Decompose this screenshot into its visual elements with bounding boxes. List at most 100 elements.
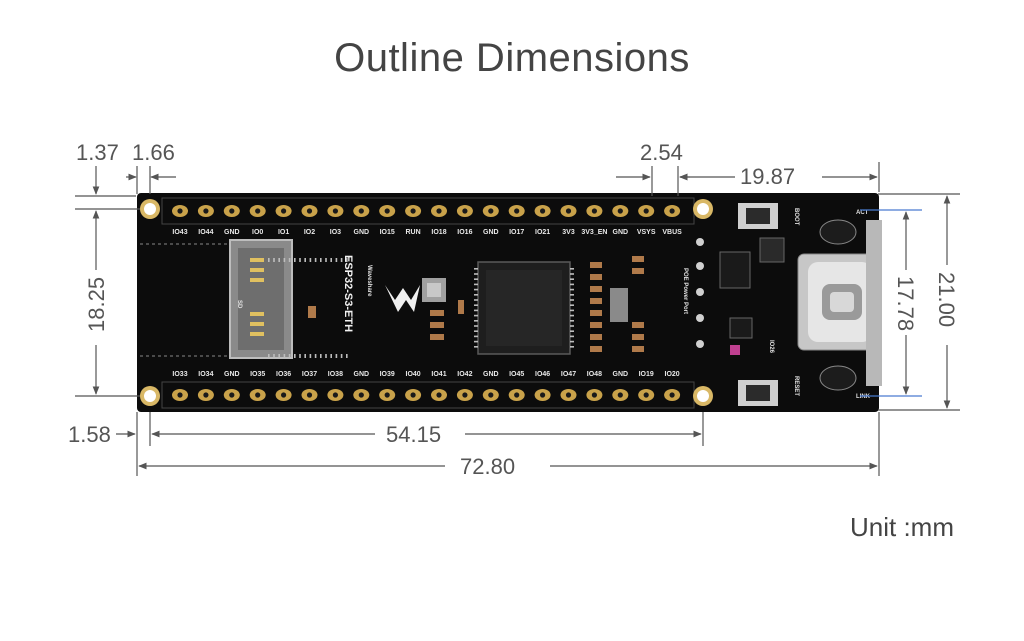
top-header-pad-hole: [643, 208, 649, 214]
chip-pin: [570, 294, 574, 296]
bottom-pin-label: IO33: [172, 371, 187, 378]
bottom-pin-label: GND: [613, 371, 629, 378]
bottom-pin-label: IO39: [380, 371, 395, 378]
bottom-pin-label: IO20: [665, 371, 680, 378]
chip-pin: [474, 278, 478, 280]
top-pin-label: GND: [224, 229, 240, 236]
top-header-pad-hole: [358, 208, 364, 214]
chip-pin: [299, 258, 301, 262]
chip-pin: [268, 354, 270, 358]
bottom-pin-label: IO34: [198, 371, 213, 378]
bottom-header-pad-hole: [410, 392, 416, 398]
act-led: ACT: [819, 210, 869, 245]
chip-pin: [570, 283, 574, 286]
reset-label: RESET: [793, 376, 799, 396]
top-header-pad-hole: [332, 208, 338, 214]
chip-pin: [570, 325, 574, 327]
regulator-components: IO26: [719, 237, 785, 355]
chip-pin: [340, 258, 343, 262]
chip-pin: [294, 258, 296, 262]
top-header-pad-hole: [436, 208, 442, 214]
boot-button[interactable]: BOOT: [738, 203, 799, 229]
bottom-header-pad-hole: [255, 392, 261, 398]
sd-card-slot: SD: [229, 239, 293, 359]
chip-pin: [309, 354, 312, 358]
chip-pin: [570, 299, 574, 301]
chip-pin: [474, 330, 478, 332]
top-header-pad-hole: [229, 208, 235, 214]
page-title: Outline Dimensions: [334, 36, 690, 80]
chip-pin: [474, 320, 478, 322]
chip-pin: [570, 273, 574, 275]
top-pin-label: IO1: [278, 229, 289, 236]
top-pin-label: 3V3_EN: [581, 229, 607, 236]
dim-board-length: 72.80: [460, 454, 515, 479]
chip-pin: [273, 258, 275, 262]
top-pin-label: 3V3: [562, 229, 575, 236]
bottom-pin-label: IO42: [457, 371, 472, 378]
bottom-header-pad-hole: [203, 392, 209, 398]
bottom-header-pad-hole: [669, 392, 675, 398]
chip-pin: [570, 320, 574, 322]
chip-pin: [570, 304, 574, 306]
bottom-header-pad-hole: [177, 392, 183, 398]
top-pin-label: GND: [354, 229, 370, 236]
reset-button[interactable]: RESET: [738, 376, 799, 406]
mounting-hole-bottom-left: [140, 386, 160, 406]
chip-pin: [474, 304, 478, 306]
chip-pin: [570, 268, 574, 270]
dim-bottom-offset: 1.58: [68, 422, 111, 447]
bottom-pin-label: IO37: [302, 371, 317, 378]
bottom-header-pad-hole: [462, 392, 468, 398]
bottom-pin-label: IO40: [406, 371, 421, 378]
bottom-pin-label: IO19: [639, 371, 654, 378]
chip-pin: [325, 258, 327, 262]
dim-header-span: 54.15: [386, 422, 441, 447]
top-pin-label: IO44: [198, 229, 213, 236]
bottom-pin-label: IO36: [276, 371, 291, 378]
bottom-header-pad-hole: [384, 392, 390, 398]
chip-pin: [299, 354, 301, 358]
chip-pin: [288, 258, 291, 262]
bottom-header-pad-hole: [229, 392, 235, 398]
ethernet-chip: [268, 258, 574, 358]
guide-lines: [860, 209, 922, 397]
top-header-pad-hole: [540, 208, 546, 214]
extension-lines: [75, 162, 960, 476]
bottom-header-pad-hole: [565, 392, 572, 398]
top-pin-label: IO16: [457, 229, 472, 236]
chip-pin: [320, 354, 322, 358]
chip-pin: [314, 258, 317, 262]
chip-pin: [346, 354, 348, 358]
chip-pin: [474, 273, 478, 275]
crystal: [422, 278, 446, 302]
large-capacitor: [610, 288, 628, 322]
bottom-header-pad-hole: [332, 392, 338, 398]
top-pin-label: IO2: [304, 229, 315, 236]
chip-pin: [570, 335, 574, 338]
top-header-pad-hole: [177, 208, 183, 214]
bottom-header-pad-hole: [281, 392, 287, 398]
bottom-header-pad-hole: [617, 392, 623, 398]
chip-pin: [570, 314, 574, 317]
link-led: LINK: [819, 365, 871, 400]
top-pin-label: VBUS: [662, 229, 682, 236]
bottom-pin-label: IO46: [535, 371, 550, 378]
dim-connector-length: 19.87: [740, 164, 795, 189]
mounting-hole-top-left: [140, 199, 160, 219]
unit-label: Unit :mm: [850, 512, 954, 542]
top-header-pad-hole: [488, 208, 494, 214]
usb-c-connector: [797, 220, 882, 386]
bottom-header-pad-hole: [540, 392, 546, 398]
mounting-hole-bottom-right: [693, 386, 713, 406]
chip-pin: [474, 340, 478, 343]
bottom-header-pad-hole: [436, 392, 442, 398]
chip-pin: [309, 258, 312, 262]
chip-pin: [474, 288, 478, 291]
dim-board-width: 21.00: [934, 272, 959, 327]
top-header-pad-hole: [565, 208, 572, 214]
passive-components: [308, 256, 644, 352]
chip-pin: [278, 258, 280, 262]
